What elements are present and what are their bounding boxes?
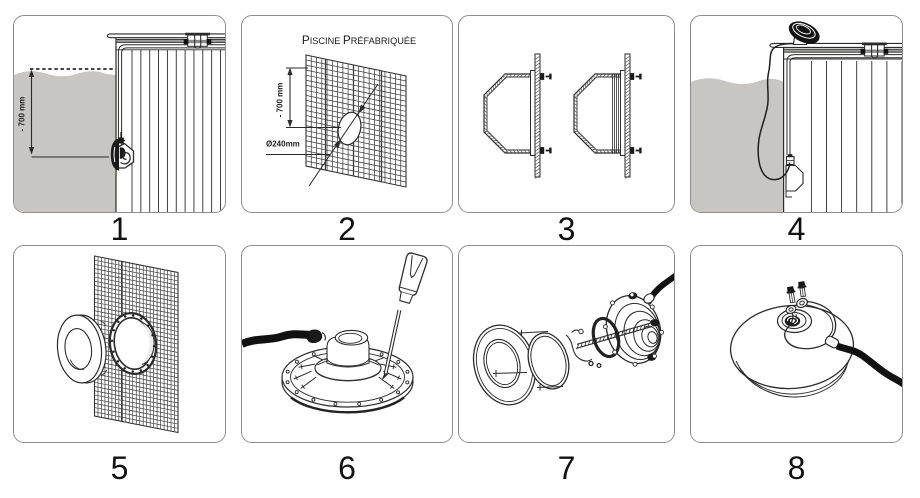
svg-text:Ø240mm: Ø240mm bbox=[266, 140, 300, 149]
svg-text:- 700 mm: - 700 mm bbox=[276, 83, 285, 118]
svg-text:PISCINE PRÉFABRIQUÉE: PISCINE PRÉFABRIQUÉE bbox=[302, 33, 416, 47]
svg-text:- 700 mm: - 700 mm bbox=[18, 97, 27, 132]
